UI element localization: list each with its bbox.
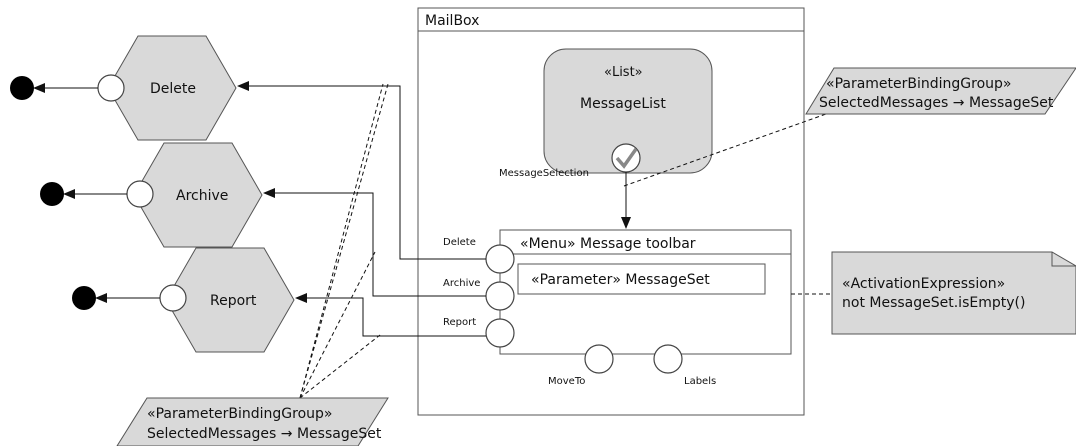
parameter-messageset[interactable]: «Parameter» MessageSet — [517, 263, 766, 295]
delete-action-label: Delete — [150, 81, 196, 97]
report-output-port[interactable] — [159, 284, 187, 312]
parameter-label: «Parameter» MessageSet — [531, 272, 710, 288]
archive-port[interactable] — [485, 281, 515, 311]
note-fold-icon — [1051, 252, 1076, 267]
binding-dash-delete-2 — [299, 83, 384, 399]
binding-dash-report — [299, 334, 381, 399]
report-connector — [295, 293, 486, 337]
message-list-name: MessageList — [580, 96, 666, 112]
binding-note-top-line1: «ParameterBindingGroup» — [826, 76, 1012, 92]
report-port-label: Report — [443, 317, 476, 328]
message-list[interactable]: «List» MessageList — [543, 48, 713, 174]
message-selection-label: MessageSelection — [499, 168, 589, 179]
activation-note[interactable]: «ActivationExpression» not MessageSet.is… — [831, 251, 1076, 335]
activation-note-line2: not MessageSet.isEmpty() — [842, 295, 1025, 311]
message-selection-port[interactable] — [611, 143, 641, 173]
binding-note-top-line2: SelectedMessages → MessageSet — [819, 95, 1054, 111]
message-list-stereotype: «List» — [604, 65, 643, 80]
binding-note-top[interactable]: «ParameterBindingGroup» SelectedMessages… — [805, 67, 1076, 115]
binding-note-bottom-line1: «ParameterBindingGroup» — [147, 406, 333, 422]
delete-port[interactable] — [485, 244, 515, 274]
activation-note-line1: «ActivationExpression» — [842, 276, 1005, 292]
toolbar-title: «Menu» Message toolbar — [520, 236, 696, 252]
binding-dash-top — [623, 113, 827, 187]
mailbox-title: MailBox — [425, 13, 479, 29]
labels-port[interactable] — [653, 344, 683, 374]
report-action-label: Report — [210, 293, 257, 309]
binding-note-bottom[interactable]: «ParameterBindingGroup» SelectedMessages… — [116, 397, 389, 446]
delete-action[interactable]: Delete — [107, 35, 237, 141]
binding-dash-delete — [299, 83, 389, 399]
archive-final-node — [40, 182, 64, 206]
delete-port-label: Delete — [443, 237, 476, 248]
labels-port-label: Labels — [684, 376, 716, 387]
binding-note-bottom-line2: SelectedMessages → MessageSet — [147, 426, 382, 442]
delete-connector — [237, 81, 486, 260]
archive-output-port[interactable] — [126, 180, 154, 208]
check-icon — [615, 147, 638, 169]
archive-port-label: Archive — [443, 278, 480, 289]
delete-final-node — [10, 76, 34, 100]
moveto-port[interactable] — [584, 344, 614, 374]
moveto-port-label: MoveTo — [548, 376, 585, 387]
report-action[interactable]: Report — [165, 247, 295, 353]
report-port[interactable] — [485, 318, 515, 348]
delete-output-port[interactable] — [97, 74, 125, 102]
report-final-node — [72, 286, 96, 310]
archive-connector — [263, 188, 486, 297]
binding-dash-archive — [299, 251, 376, 399]
archive-action[interactable]: Archive — [133, 142, 263, 248]
archive-action-label: Archive — [176, 188, 228, 204]
